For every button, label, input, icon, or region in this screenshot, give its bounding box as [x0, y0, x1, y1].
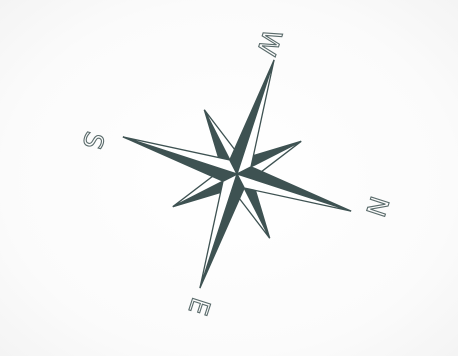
compass-rays	[123, 60, 351, 288]
label-south: S	[76, 128, 110, 153]
label-west: W	[250, 25, 286, 59]
label-north: N	[359, 192, 394, 220]
label-east: E	[182, 294, 216, 319]
